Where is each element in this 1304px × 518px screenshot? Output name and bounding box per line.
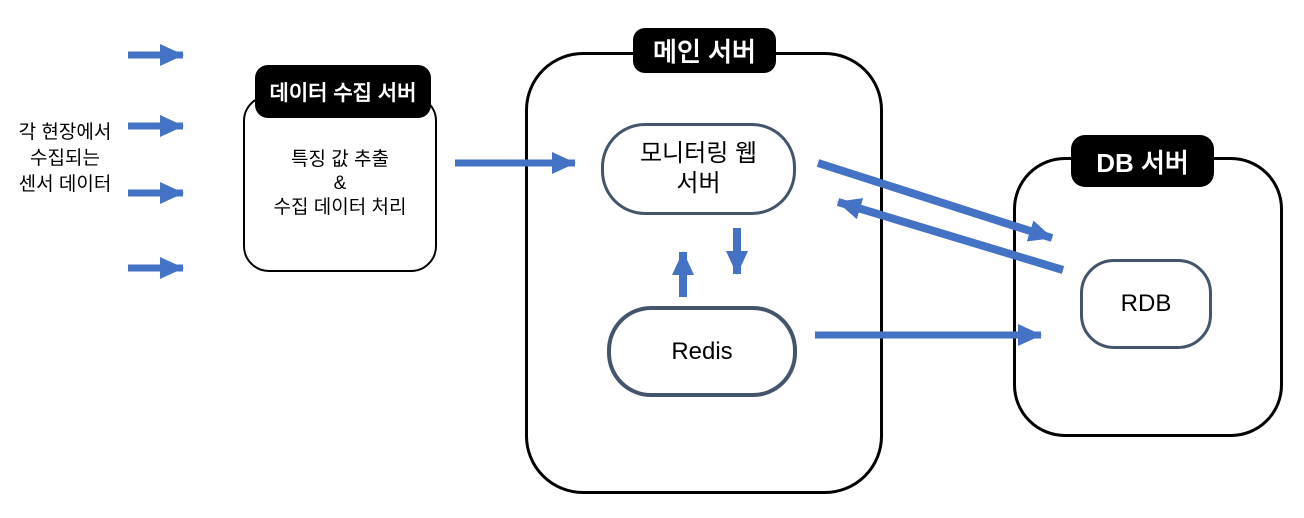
main-server-label: 메인 서버 [633, 28, 776, 73]
data-collection-server-box [243, 95, 437, 272]
monitoring-web-server-node: 모니터링 웹 서버 [601, 123, 796, 215]
data-collection-server-description: 특징 값 추출 & 수집 데이터 처리 [243, 148, 437, 220]
db-server-label: DB 서버 [1071, 135, 1214, 187]
redis-label: Redis [671, 337, 733, 365]
sensor-data-source-label: 각 현장에서 수집되는 센서 데이터 [2, 120, 128, 198]
rdb-node: RDB [1080, 259, 1212, 349]
ampersand-text: & [333, 173, 347, 194]
rdb-label: RDB [1120, 290, 1172, 317]
data-collection-server-label: 데이터 수집 서버 [255, 65, 431, 118]
feature-extraction-text: 특징 값 추출 [291, 149, 389, 170]
monitoring-web-server-line1: 모니터링 웹 [639, 140, 758, 167]
sensor-data-source-line2: 수집되는 [30, 148, 100, 169]
sensor-data-source-line3: 센서 데이터 [18, 174, 112, 195]
redis-node: Redis [607, 306, 797, 397]
sensor-data-source-line1: 각 현장에서 [18, 122, 112, 143]
monitoring-web-server-line2: 서버 [676, 170, 721, 197]
main-server-box [525, 52, 883, 494]
data-processing-text: 수집 데이터 처리 [273, 197, 407, 218]
